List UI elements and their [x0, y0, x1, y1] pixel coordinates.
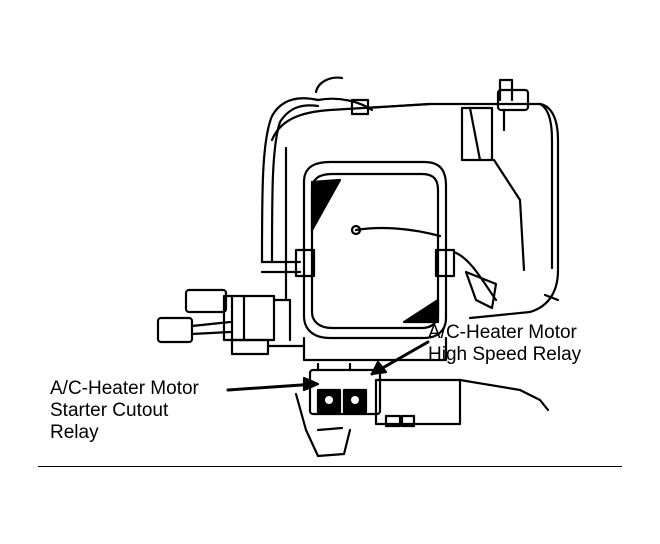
- left-connectors: [156, 288, 306, 356]
- bottom-divider: [38, 466, 622, 467]
- starter-cutout-relay-label-line-1: A/C-Heater Motor: [50, 378, 199, 399]
- high-speed-relay-label-line-1: A/C-Heater Motor: [428, 322, 577, 343]
- starter-cutout-relay-label-line-2: Starter Cutout: [50, 400, 169, 421]
- blower-housing: [270, 78, 560, 320]
- starter-cutout-relay-label: A/C-Heater Motor Starter Cutout Relay: [50, 378, 199, 444]
- relay-block: [294, 362, 550, 458]
- starter-cutout-relay-label-line-3: Relay: [50, 422, 99, 443]
- high-speed-relay-label: A/C-Heater Motor High Speed Relay: [428, 322, 581, 366]
- blower-opening: [302, 160, 448, 362]
- leader-arrows: [226, 340, 430, 392]
- mounting-clips: [260, 248, 498, 310]
- high-speed-relay-label-line-2: High Speed Relay: [428, 344, 582, 365]
